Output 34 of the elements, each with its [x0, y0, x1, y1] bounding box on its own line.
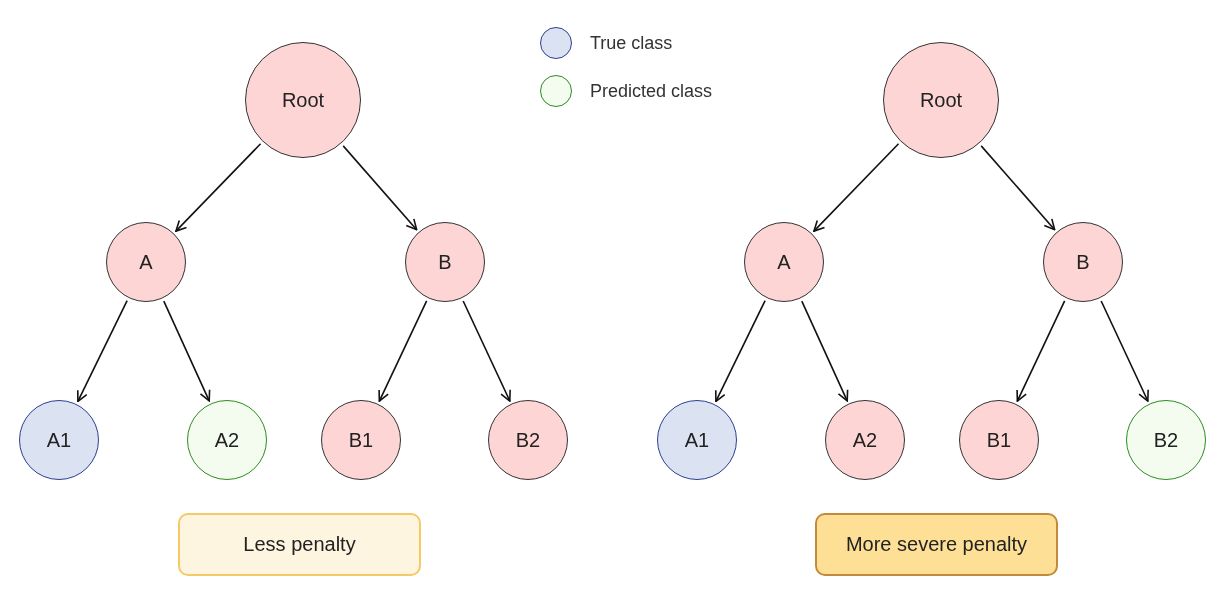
node-label: A1: [684, 428, 710, 452]
node-label: B2: [1153, 428, 1179, 452]
node-label: B1: [348, 428, 374, 452]
node-label: A2: [852, 428, 878, 452]
arrow: [980, 145, 1056, 231]
node-label: Root: [281, 88, 325, 112]
arrow: [77, 299, 128, 403]
node-label: A1: [46, 428, 72, 452]
arrow: [813, 143, 900, 232]
tree-node-circle: [106, 222, 186, 302]
arrow: [462, 300, 511, 402]
legend-label: Predicted class: [590, 80, 713, 102]
arrow: [378, 300, 428, 402]
arrow: [342, 145, 418, 231]
arrow: [1100, 300, 1149, 402]
result-box: [815, 513, 1058, 576]
node-label: B1: [986, 428, 1012, 452]
node-label: B: [438, 250, 452, 274]
legend-label: True class: [590, 32, 673, 54]
arrow: [175, 143, 262, 232]
arrow: [801, 300, 849, 402]
tree-node-circle: [744, 222, 824, 302]
node-label: B2: [515, 428, 541, 452]
node-label: Root: [919, 88, 963, 112]
arrow: [163, 300, 211, 402]
arrow: [1016, 300, 1066, 402]
node-label: More severe penalty: [845, 533, 1028, 556]
node-label: A: [777, 250, 791, 274]
result-box: [178, 513, 421, 576]
node-label: A: [139, 250, 153, 274]
node-label: A2: [214, 428, 240, 452]
node-label: Less penalty: [243, 533, 356, 556]
node-label: B: [1076, 250, 1090, 274]
arrow: [715, 299, 766, 403]
